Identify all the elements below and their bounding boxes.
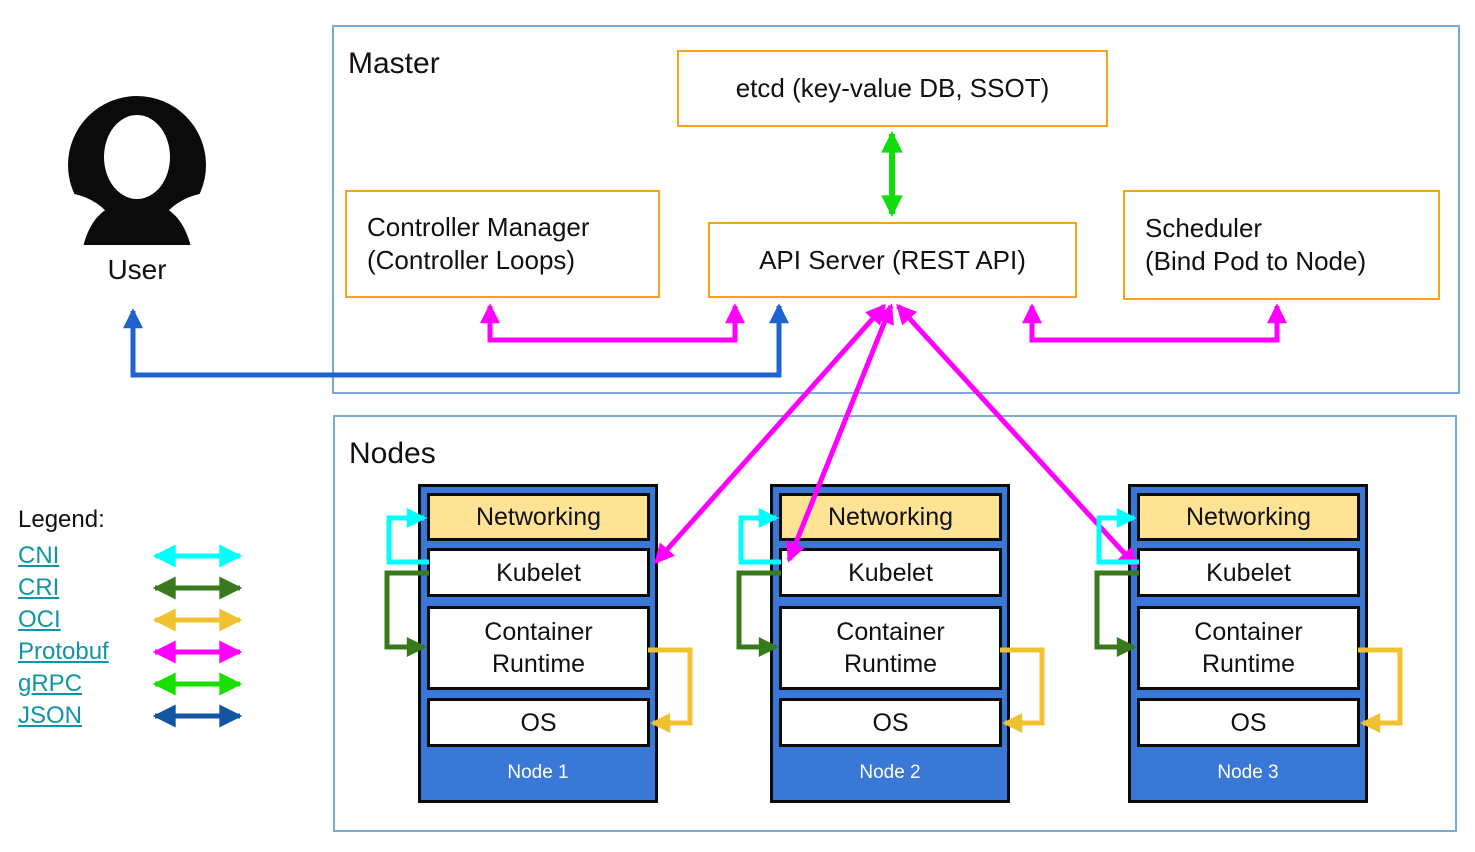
- scheduler-label: Scheduler (Bind Pod to Node): [1145, 212, 1366, 278]
- scheduler-line2: (Bind Pod to Node): [1145, 246, 1367, 276]
- node-1-label: Node 1: [507, 762, 569, 783]
- legend-link-json[interactable]: JSON: [18, 702, 83, 729]
- api-server-label: API Server (REST API): [759, 244, 1026, 275]
- node-2-networking: Networking: [779, 493, 1002, 541]
- node-2-os: OS: [779, 698, 1002, 747]
- etcd-box: etcd (key-value DB, SSOT): [677, 50, 1108, 127]
- controller-manager-line1: Controller Manager: [367, 212, 590, 242]
- scheduler-line1: Scheduler: [1145, 213, 1263, 243]
- node-1: Networking Kubelet Container Runtime OS …: [418, 484, 658, 803]
- node-1-container-runtime: Container Runtime: [427, 606, 650, 690]
- api-server-box: API Server (REST API): [708, 222, 1077, 298]
- node-2-label: Node 2: [859, 762, 921, 783]
- master-title: Master: [348, 47, 440, 80]
- legend-link-cni[interactable]: CNI: [18, 542, 60, 569]
- node-3-networking: Networking: [1137, 493, 1360, 541]
- etcd-label: etcd (key-value DB, SSOT): [735, 73, 1050, 103]
- legend-link-cri[interactable]: CRI: [18, 574, 60, 601]
- node-2-container-runtime: Container Runtime: [779, 606, 1002, 690]
- node-2: Networking Kubelet Container Runtime OS …: [770, 484, 1010, 803]
- node-3-container-runtime: Container Runtime: [1137, 606, 1360, 690]
- legend-link-protobuf[interactable]: Protobuf: [18, 638, 109, 665]
- node-3-label: Node 3: [1217, 762, 1279, 783]
- user-label: User: [107, 254, 167, 285]
- node-3-kubelet: Kubelet: [1137, 548, 1360, 597]
- node-2-kubelet: Kubelet: [779, 548, 1002, 597]
- node-3-os: OS: [1137, 698, 1360, 747]
- scheduler-box: Scheduler (Bind Pod to Node): [1123, 190, 1440, 300]
- user-icon: [67, 96, 207, 245]
- nodes-title: Nodes: [349, 437, 436, 470]
- node-3: Networking Kubelet Container Runtime OS …: [1128, 484, 1368, 803]
- controller-manager-line2: (Controller Loops): [367, 245, 576, 275]
- controller-manager-label: Controller Manager (Controller Loops): [367, 211, 590, 277]
- legend-link-oci[interactable]: OCI: [18, 606, 61, 633]
- controller-manager-box: Controller Manager (Controller Loops): [345, 190, 660, 298]
- legend-link-grpc[interactable]: gRPC: [18, 670, 83, 697]
- legend-title: Legend:: [18, 506, 105, 533]
- node-1-kubelet: Kubelet: [427, 548, 650, 597]
- node-1-os: OS: [427, 698, 650, 747]
- node-1-networking: Networking: [427, 493, 650, 541]
